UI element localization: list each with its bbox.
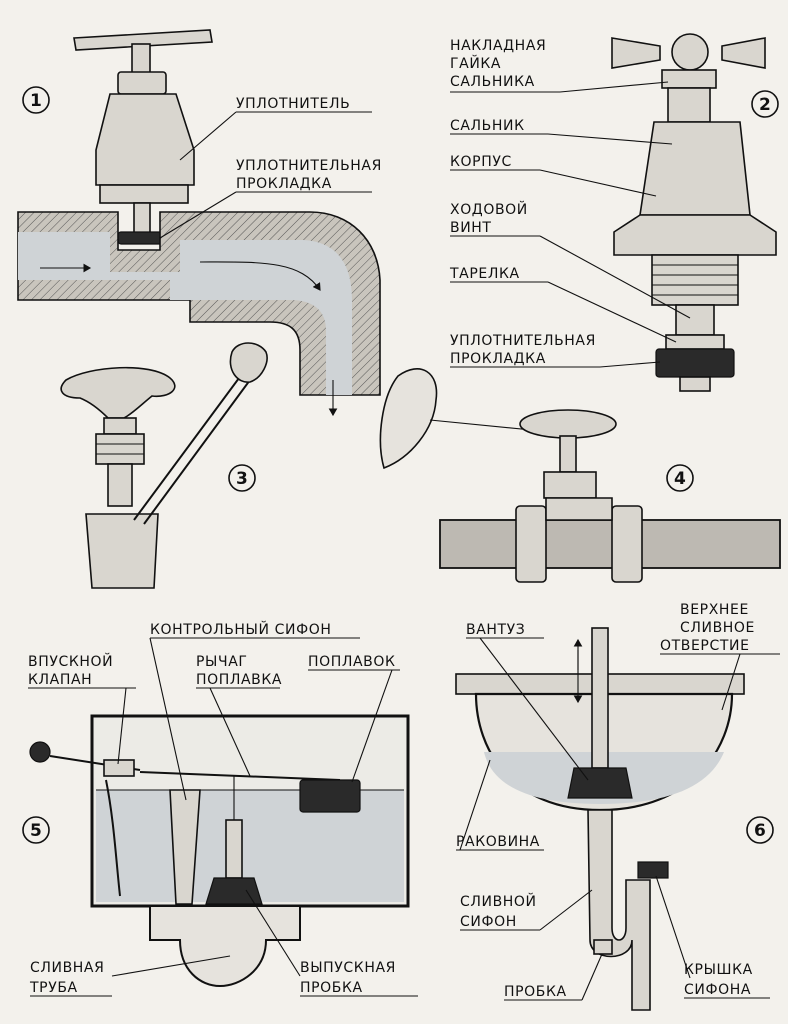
figure-3-number: 3 — [236, 469, 248, 489]
label-plug: ПРОБКА — [504, 984, 567, 1000]
label-trap-2: СИФОН — [460, 914, 517, 930]
figure-6-number: 6 — [754, 821, 766, 841]
label-overflow-3: ОТВЕРСТИЕ — [660, 638, 750, 654]
label-lever-2: ПОПЛАВКА — [196, 672, 282, 688]
label-drain-pipe-2: ТРУБА — [29, 980, 78, 996]
label-inlet-2: КЛАПАН — [28, 672, 92, 688]
label-overflow-2: СЛИВНОЕ — [680, 620, 755, 636]
figure-5-cistern: 5 КОНТРОЛЬНЫЙ СИФОН ВПУСКНОЙ КЛАПАН РЫЧА… — [22, 620, 418, 997]
label-outlet-plug-2: ПРОБКА — [300, 980, 363, 996]
figure-5-number: 5 — [30, 821, 42, 841]
label-control-siphon: КОНТРОЛЬНЫЙ СИФОН — [150, 620, 331, 638]
label-outlet-plug-1: ВЫПУСКНАЯ — [300, 960, 396, 976]
figure-2-valve: 2 НАКЛАДНАЯ ГАЙКА САЛЬНИКА САЛЬНИК КОРПУ… — [449, 33, 779, 392]
label-washer-2: ПРОКЛАДКА — [236, 176, 332, 192]
label-gland-nut-2: ГАЙКА — [450, 54, 501, 72]
label-basin: РАКОВИНА — [456, 834, 540, 850]
label-spindle-2: ВИНТ — [450, 220, 492, 236]
label-spindle-1: ХОДОВОЙ — [450, 200, 528, 218]
label-washer-2a: УПЛОТНИТЕЛЬНАЯ — [450, 333, 596, 349]
figure-6-sink: 6 ВАНТУЗ ВЕРХНЕЕ СЛИВНОЕ ОТВЕРСТИЕ РАКОВ… — [455, 602, 780, 1011]
label-trap-cap-2: СИФОНА — [684, 982, 751, 998]
figure-1-number: 1 — [30, 91, 42, 111]
figure-4-number: 4 — [674, 469, 686, 489]
label-gland: САЛЬНИК — [450, 118, 525, 134]
label-washer-1: УПЛОТНИТЕЛЬНАЯ — [236, 158, 382, 174]
label-gland-nut-3: САЛЬНИКА — [450, 74, 535, 90]
label-trap-1: СЛИВНОЙ — [460, 892, 537, 910]
label-inlet-1: ВПУСКНОЙ — [28, 652, 113, 670]
figure-1-tap: 1 УПЛОТНИТЕЛЬ УПЛОТНИТЕЛЬНАЯ ПРОКЛАДКА — [17, 29, 382, 417]
label-body: КОРПУС — [450, 154, 512, 170]
label-seal: УПЛОТНИТЕЛЬ — [236, 96, 350, 112]
label-drain-pipe-1: СЛИВНАЯ — [30, 960, 104, 976]
figure-2-number: 2 — [759, 95, 771, 115]
figure-3-stopcock: 3 — [60, 342, 268, 589]
label-plate: ТАРЕЛКА — [449, 266, 520, 282]
figure-4-pipe-valve: 4 — [379, 368, 781, 583]
label-plunger: ВАНТУЗ — [466, 622, 525, 638]
label-gland-nut-1: НАКЛАДНАЯ — [450, 38, 546, 54]
label-overflow-1: ВЕРХНЕЕ — [680, 602, 749, 618]
label-lever-1: РЫЧАГ — [196, 654, 248, 670]
label-washer-2b: ПРОКЛАДКА — [450, 351, 546, 367]
label-float: ПОПЛАВОК — [308, 654, 396, 670]
label-trap-cap-1: КРЫШКА — [684, 962, 753, 978]
